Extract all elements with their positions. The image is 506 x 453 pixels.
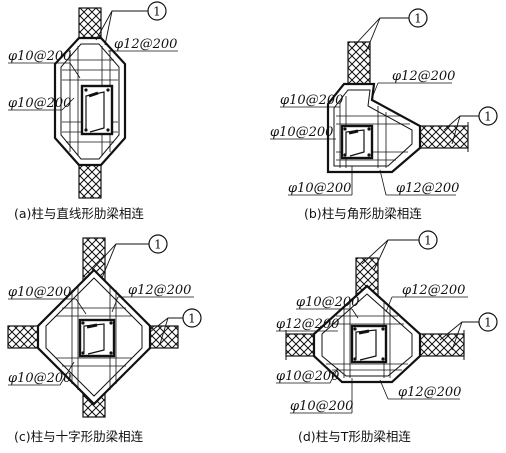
callout-number: 1 [484, 316, 492, 330]
callout-number: 1 [484, 110, 492, 124]
label-a2: φ12@200 [114, 37, 177, 52]
callout-number: 1 [154, 238, 162, 252]
label-a1: φ10@200 [8, 49, 71, 64]
caption-b: (b)柱与角形肋梁相连 [304, 206, 422, 221]
panel-a: 1 φ10@200 φ12@200 φ10@200 (a)柱与直线形肋梁相连 [8, 1, 178, 221]
callout-number: 1 [414, 12, 422, 26]
beam-bottom [78, 161, 102, 199]
panel-c: 1 1 φ10@200 φ12@200 φ10@200 (c)柱与十字形肋梁相连 [7, 234, 202, 444]
column-stirrup [85, 91, 105, 133]
label-d4: φ10@200 [276, 369, 339, 384]
haunch-inner [321, 293, 413, 377]
haunch-inner [333, 89, 413, 167]
caption-a: (a)柱与直线形肋梁相连 [14, 206, 144, 221]
label-d1: φ10@200 [296, 295, 359, 310]
label-d3: φ12@200 [276, 317, 339, 332]
rebar-grid [326, 300, 408, 378]
label-b2: φ10@200 [280, 93, 343, 108]
label-d6: φ12@200 [398, 385, 461, 400]
callout-number: 1 [424, 234, 432, 248]
caption-d: (d)柱与T形肋梁相连 [298, 429, 411, 444]
column [78, 318, 116, 358]
label-c3: φ10@200 [8, 371, 71, 386]
label-d2: φ12@200 [402, 283, 465, 298]
label-b5: φ12@200 [396, 181, 459, 196]
label-b1: φ12@200 [392, 69, 455, 84]
caption-c: (c)柱与十字形肋梁相连 [14, 429, 144, 444]
panel-d: 1 1 φ10@200 φ12@200 φ12@200 φ10@200 φ10@… [276, 230, 498, 444]
haunch-inner [45, 277, 143, 397]
label-a3: φ10@200 [8, 96, 71, 111]
callout-number: 1 [188, 312, 196, 326]
label-b3: φ10@200 [270, 125, 333, 140]
label-c1: φ10@200 [8, 285, 71, 300]
haunch-inner [60, 43, 120, 160]
rebar-grid [56, 286, 132, 390]
label-d5: φ10@200 [290, 399, 353, 414]
callout-number: 1 [153, 5, 161, 19]
label-b4: φ10@200 [288, 181, 351, 196]
label-c2: φ12@200 [128, 283, 191, 298]
panel-b: 1 1 φ12@200 φ10@200 φ10@200 φ10@200 φ12@… [270, 8, 498, 221]
beam-right [415, 125, 469, 149]
